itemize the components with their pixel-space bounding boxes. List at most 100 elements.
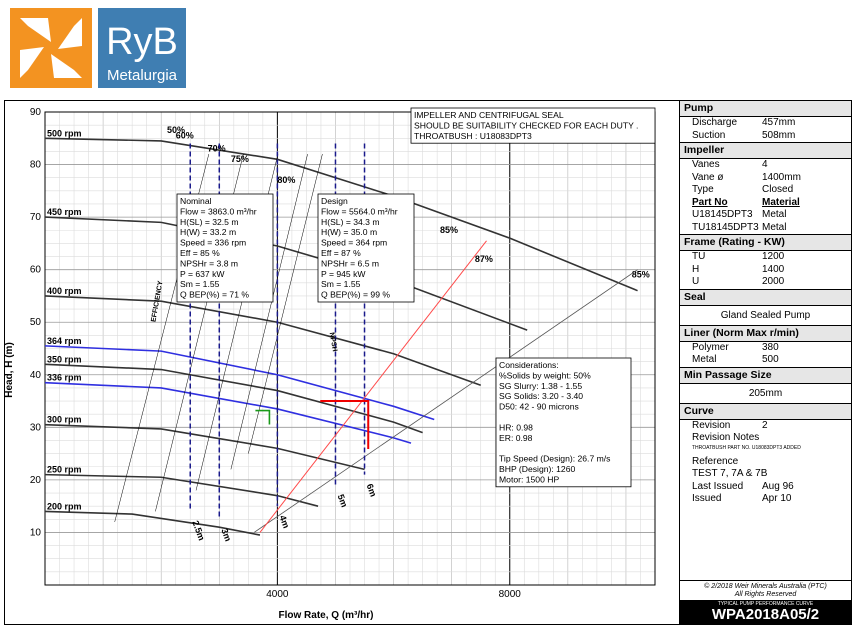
design-line: P = 945 kW	[321, 269, 366, 279]
note-line: IMPELLER AND CENTRIFUGAL SEAL	[414, 110, 564, 120]
y-tick-label: 80	[30, 160, 42, 171]
speed-curve-label: 450 rpm	[47, 207, 82, 217]
speed-curve	[44, 510, 261, 536]
speed-curve	[44, 216, 528, 331]
y-tick-label: 20	[30, 475, 42, 486]
speed-curve-label: 500 rpm	[47, 128, 82, 138]
passage-value: 205mm	[748, 387, 783, 399]
nominal-line: P = 637 kW	[180, 269, 225, 279]
passage-header: Min Passage Size	[680, 366, 851, 384]
npsh-label: 4m	[278, 514, 292, 530]
considerations-line: BHP (Design): 1260	[499, 464, 575, 474]
nominal-line: Q BEP(%) = 71 %	[180, 290, 249, 300]
design-line: H(W) = 35.0 m	[321, 227, 377, 237]
design-box	[317, 193, 415, 303]
impeller-header: Impeller	[680, 142, 851, 159]
revision-notes: THROATBUSH PART NO. U18083DPT3 ADDED	[692, 444, 801, 451]
nominal-line: H(SL) = 32.5 m	[180, 217, 239, 227]
nominal-line: Speed = 336 rpm	[180, 238, 246, 248]
y-tick-label: 40	[30, 370, 42, 381]
npsh-axis-label: NPSH	[328, 332, 338, 352]
logo-brand: RyB	[106, 21, 178, 63]
efficiency-label: 87%	[475, 254, 493, 264]
design-line: Eff = 87 %	[321, 248, 361, 258]
speed-curve	[44, 423, 365, 471]
nominal-marker	[255, 409, 271, 425]
design-marker	[320, 400, 370, 450]
seal-header: Seal	[680, 288, 851, 306]
curve-header: Curve	[680, 402, 851, 420]
y-tick-label: 30	[30, 422, 42, 433]
speed-curve	[44, 363, 423, 434]
considerations-line: %Solids by weight: 50%	[499, 370, 591, 380]
efficiency-line	[230, 153, 308, 470]
y-axis-label: Head, H (m)	[4, 342, 15, 398]
design-line: Flow = 5564.0 m³/hr	[321, 206, 398, 216]
y-tick-label: 70	[30, 212, 42, 223]
x-tick-label: 8000	[499, 589, 522, 600]
speed-curve	[44, 345, 435, 421]
considerations-line: ER: 0.98	[499, 433, 533, 443]
chart-grid: 10 20 30 40 50 60 70 80 90 4000 8000	[30, 107, 656, 600]
y-tick-label: 50	[30, 317, 42, 328]
x-axis-label: Flow Rate, Q (m³/hr)	[279, 610, 374, 621]
npsh-label: 6m	[365, 482, 379, 498]
efficiency-label: 85%	[632, 270, 650, 280]
speed-curve-label: 364 rpm	[47, 336, 82, 346]
npsh-label: 3m	[219, 527, 233, 543]
speed-curve-label: 400 rpm	[47, 286, 82, 296]
pump-performance-chart: 10 20 30 40 50 60 70 80 90 4000 8000 500 rpm 450 rp…	[4, 107, 656, 621]
note-line: SHOULD BE SUITABILITY CHECKED FOR EACH D…	[414, 120, 638, 130]
design-line: NPSHr = 6.5 m	[321, 258, 379, 268]
npsh-label: 5m	[336, 493, 350, 509]
efficiency-label: 80%	[277, 175, 295, 185]
pump-header: Pump	[680, 101, 851, 117]
considerations-line: Motor: 1500 HP	[499, 474, 559, 484]
liner-header: Liner (Norm Max r/min)	[680, 324, 851, 342]
considerations-line: Considerations:	[499, 360, 559, 370]
speed-curve	[44, 381, 412, 444]
note-line: THROATBUSH : U18083DPT3	[414, 131, 532, 141]
speed-curve	[44, 473, 319, 507]
nominal-line: Sm = 1.55	[180, 279, 220, 289]
doc-id: WPA2018A05/2	[711, 606, 820, 623]
efficiency-label: 85%	[440, 225, 458, 235]
copyright: © 2/2018 Weir Minerals Australia (PTC) A…	[680, 580, 851, 599]
considerations-box	[495, 357, 632, 488]
y-tick-label: 90	[30, 107, 42, 118]
speed-curve-label: 350 rpm	[47, 354, 82, 364]
design-line: Sm = 1.55	[321, 279, 361, 289]
seal-value: Gland Sealed Pump	[720, 309, 811, 321]
efficiency-label: 60%	[176, 130, 194, 140]
y-tick-label: 60	[30, 265, 42, 276]
considerations-line: Tip Speed (Design): 26.7 m/s	[499, 454, 610, 464]
nominal-line: NPSHr = 3.8 m	[180, 258, 238, 268]
considerations-line: SG Solids: 3.20 - 3.40	[499, 391, 583, 401]
efficiency-label: 70%	[208, 143, 226, 153]
doc-id-footer: TYPICAL PUMP PERFORMANCE CURVE WPA2018A0…	[680, 600, 851, 624]
efficiency-line	[248, 153, 323, 454]
speed-curve-label: 336 rpm	[47, 373, 82, 383]
nominal-line: H(W) = 33.2 m	[180, 227, 236, 237]
frame-header: Frame (Rating - KW)	[680, 234, 851, 251]
speed-curve-label: 250 rpm	[47, 465, 82, 475]
note-box	[410, 107, 656, 144]
y-tick-label: 10	[30, 527, 42, 538]
considerations-line: SG Slurry: 1.38 - 1.55	[499, 381, 582, 391]
design-line: Speed = 364 rpm	[321, 238, 387, 248]
nominal-line: Eff = 85 %	[180, 248, 220, 258]
company-logo: RyB Metalurgia	[10, 8, 186, 88]
npsh-label: 2.5m	[190, 519, 206, 542]
design-line: Q BEP(%) = 99 %	[321, 290, 390, 300]
design-line: H(SL) = 34.3 m	[321, 217, 380, 227]
nominal-line: Flow = 3863.0 m³/hr	[180, 206, 257, 216]
x-tick-label: 4000	[266, 589, 289, 600]
design-line: Design	[321, 196, 348, 206]
speed-curve-label: 300 rpm	[47, 415, 82, 425]
considerations-line: D50: 42 - 90 microns	[499, 402, 579, 412]
efficiency-label: 75%	[231, 154, 249, 164]
considerations-line: HR: 0.98	[499, 422, 533, 432]
efficiency-label: 50%	[167, 125, 185, 135]
speed-curve-label: 200 rpm	[47, 501, 82, 511]
